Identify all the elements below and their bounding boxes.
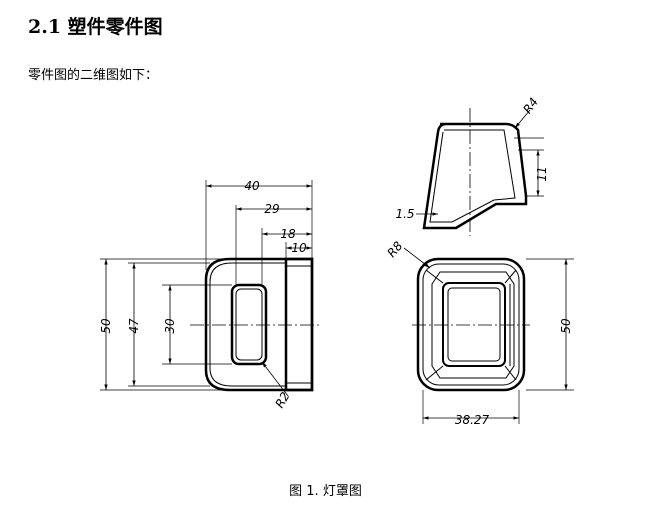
figure-caption: 图 1. 灯罩图 [289,484,362,499]
top-view-dimension-labels: R8 50 38.27 [384,239,573,427]
left-view-dimension-labels: 40 29 18 10 50 47 30 R2 [99,179,307,410]
dim-50-right: 50 [559,318,573,334]
dim-38-27: 38.27 [455,413,490,427]
dim-r8: R8 [384,239,405,261]
left-view-outline [204,257,314,392]
dim-30: 30 [163,318,177,334]
left-view-slot [230,283,268,366]
dim-1-5: 1.5 [395,207,414,221]
intro-text: 零件图的二维图如下： [28,68,159,83]
section-heading: 2.1 塑件零件图 [28,16,163,38]
top-view-outer [416,257,526,392]
dim-11: 11 [535,166,549,181]
dim-40: 40 [244,179,260,193]
left-view [100,180,322,397]
dim-29: 29 [264,202,279,216]
left-view-inner-outline [209,262,287,387]
dim-47: 47 [127,318,141,334]
dim-r2: R2 [272,390,292,411]
dim-18: 18 [280,227,296,241]
top-view-inner-floor [442,282,506,367]
left-view-flange [284,257,314,392]
section-view [416,108,544,236]
top-view [403,247,574,424]
section-view-outline-outer [422,122,528,230]
dim-r4: R4 [520,95,541,116]
dim-50-left: 50 [99,318,113,334]
section-view-outline-inner [429,129,516,223]
dim-10: 10 [291,241,307,255]
